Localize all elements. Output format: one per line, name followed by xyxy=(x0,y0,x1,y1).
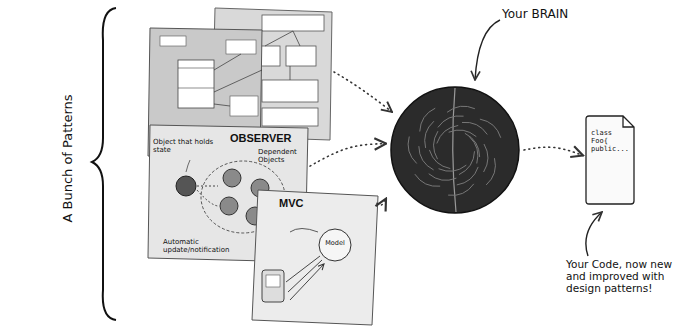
callout-text: Your BRAIN xyxy=(502,8,592,22)
brain-node: Your BRAIN xyxy=(388,86,522,214)
brain-fold xyxy=(434,131,438,159)
pattern-title: OBSERVER xyxy=(230,132,306,145)
curly-brace xyxy=(92,8,116,320)
brain-fold xyxy=(420,108,435,131)
brain-fold xyxy=(486,158,495,185)
brain-fold xyxy=(484,144,488,172)
brain-fold xyxy=(437,125,458,143)
mvc-sheet xyxy=(252,190,378,325)
pattern-title: MVC xyxy=(279,197,339,210)
document-outline xyxy=(585,115,635,205)
note: Model xyxy=(319,240,351,247)
brain-fold xyxy=(465,133,480,157)
callout-text: Your Code, now new and improved with des… xyxy=(566,258,684,294)
group-label: A Bunch of Patterns xyxy=(61,58,76,258)
pattern-sheet: MVC xyxy=(255,190,375,323)
note: Object that holds state xyxy=(153,138,215,154)
callout-arrow xyxy=(475,20,500,80)
brain-fold xyxy=(438,116,464,128)
brain-fold xyxy=(448,184,474,196)
dotted-arrow xyxy=(377,199,386,206)
brain-fold xyxy=(447,106,475,112)
brain-fold xyxy=(462,122,487,134)
note: Automatic update/notification xyxy=(163,238,249,254)
brain-fold xyxy=(480,119,501,138)
brain-drawing xyxy=(391,87,519,213)
pattern-sheet: OBSERVER xyxy=(150,125,308,262)
brain-fold xyxy=(429,150,450,169)
callout-arrow xyxy=(586,212,602,256)
brain-fold xyxy=(419,146,434,170)
dotted-arrow xyxy=(310,144,386,167)
brain-fold xyxy=(449,130,477,137)
brain-fold xyxy=(425,121,434,148)
brain-fold xyxy=(429,174,457,181)
code-text: class Foo{ public... xyxy=(591,129,627,153)
note: Dependent Objects xyxy=(258,148,306,164)
dotted-arrow xyxy=(334,72,392,112)
brain-fold xyxy=(459,151,474,174)
brain-fold xyxy=(415,174,440,186)
brain-fold xyxy=(408,137,417,164)
dotted-arrow xyxy=(524,147,583,155)
code-document: class Foo{ public... xyxy=(585,115,635,205)
